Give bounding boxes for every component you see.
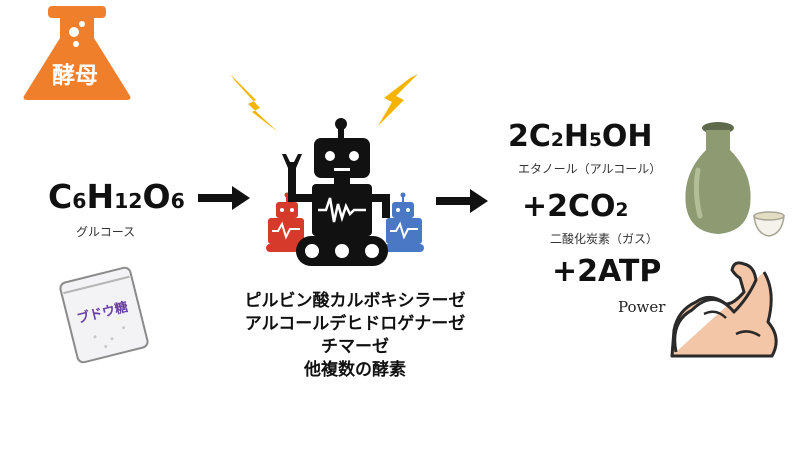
- lightning-icon: [378, 74, 418, 126]
- glucose-name: グルコース: [76, 225, 136, 239]
- red-robot: [266, 192, 306, 252]
- robot-icon: [266, 118, 424, 266]
- atp-formula: +2ATP: [552, 254, 662, 289]
- muscle-arm: [664, 252, 790, 362]
- sake-cup: [752, 208, 786, 238]
- yeast-flask: [16, 2, 138, 102]
- enzyme-robots: [262, 118, 432, 278]
- sake-bottle: [680, 120, 756, 238]
- enzyme-line: チマーゼ: [321, 337, 389, 357]
- arrow-right-icon: [198, 186, 250, 210]
- power-label: Power: [618, 298, 666, 316]
- ethanol-formula: 2C2H5OH: [508, 119, 653, 154]
- main-robot: [282, 118, 390, 266]
- arrow-to-products: [436, 189, 488, 213]
- sugar-bag-icon: [59, 266, 149, 364]
- glucose-formula: C6H12O6: [48, 177, 185, 216]
- co2-formula: +2CO2: [522, 189, 629, 224]
- lightning-icon: [230, 74, 278, 132]
- enzyme-line: アルコールデヒドロゲナーゼ: [244, 314, 466, 334]
- lightning-right: [372, 70, 422, 130]
- ethanol-name: エタノール（アルコール）: [518, 162, 662, 176]
- arrow-to-robot: [198, 186, 250, 210]
- sake-cup-icon: [753, 211, 785, 237]
- co2-name: 二酸化炭素（ガス）: [550, 232, 659, 246]
- enzyme-list: ピルビン酸カルボキシラーゼ アルコールデヒドロゲナーゼ チマーゼ 他複数の酵素: [210, 290, 500, 382]
- enzyme-line: ピルビン酸カルボキシラーゼ: [244, 291, 466, 311]
- sugar-bag: [54, 266, 154, 364]
- flask-icon: [23, 6, 131, 100]
- lightning-left: [226, 70, 286, 136]
- enzyme-line: 他複数の酵素: [304, 360, 406, 380]
- sake-bottle-icon: [685, 122, 751, 234]
- arrow-right-icon: [436, 189, 488, 213]
- blue-robot: [384, 192, 424, 252]
- muscle-arm-icon: [670, 261, 778, 358]
- yeast-label: 酵母: [52, 63, 98, 89]
